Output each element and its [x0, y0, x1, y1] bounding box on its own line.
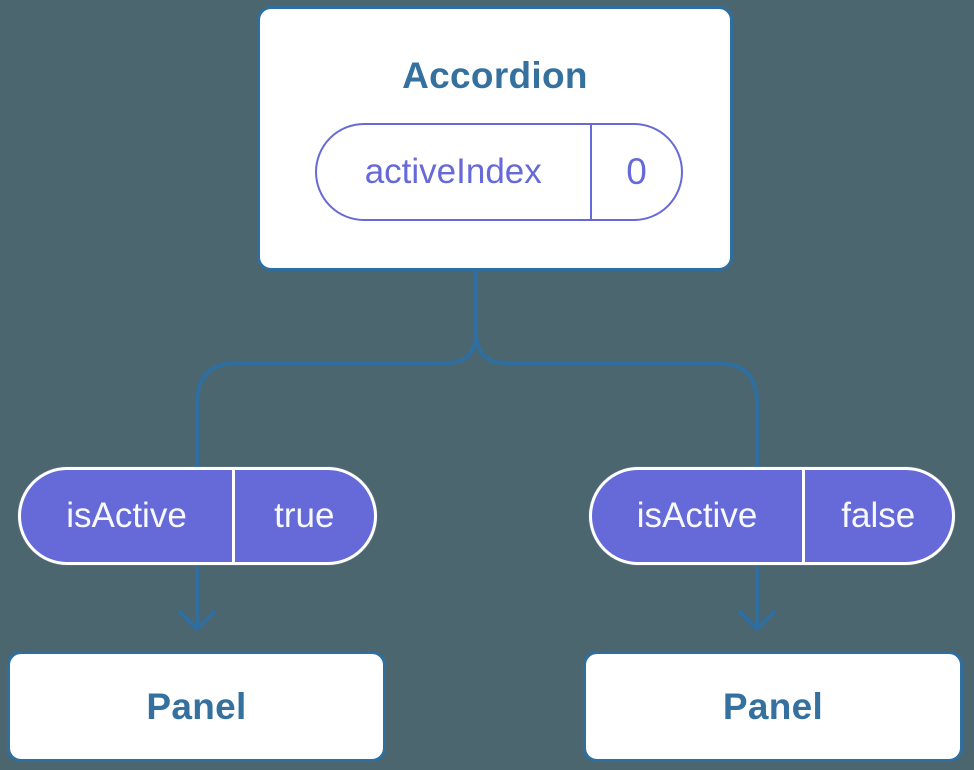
state-pill-name: activeIndex: [364, 152, 542, 191]
state-pill-value: 0: [626, 151, 647, 192]
state-pill-activeindex: activeIndex 0: [315, 123, 683, 221]
arrowhead-down-right-icon: [738, 610, 776, 631]
panel-node-left: Panel: [7, 651, 386, 762]
connector-branch-right: [474, 268, 759, 626]
prop-pill-value: false: [841, 496, 916, 535]
prop-pill-name: isActive: [66, 496, 187, 535]
accordion-title: Accordion: [402, 55, 588, 96]
panel-node-right: Panel: [583, 651, 963, 762]
prop-pill-divider: [232, 470, 235, 562]
prop-pill-divider: [802, 470, 805, 562]
arrowhead-down-left-icon: [178, 610, 216, 631]
prop-pill-isactive-false: isActive false: [589, 467, 955, 565]
accordion-node: Accordion activeIndex 0: [257, 6, 733, 271]
prop-pill-isactive-true: isActive true: [18, 467, 377, 565]
prop-pill-name: isActive: [636, 496, 758, 535]
connector-branch-left: [195, 268, 478, 626]
panel-title: Panel: [146, 685, 247, 727]
prop-pill-value: true: [274, 496, 335, 535]
panel-title: Panel: [722, 685, 824, 727]
state-pill-divider: [589, 125, 592, 219]
